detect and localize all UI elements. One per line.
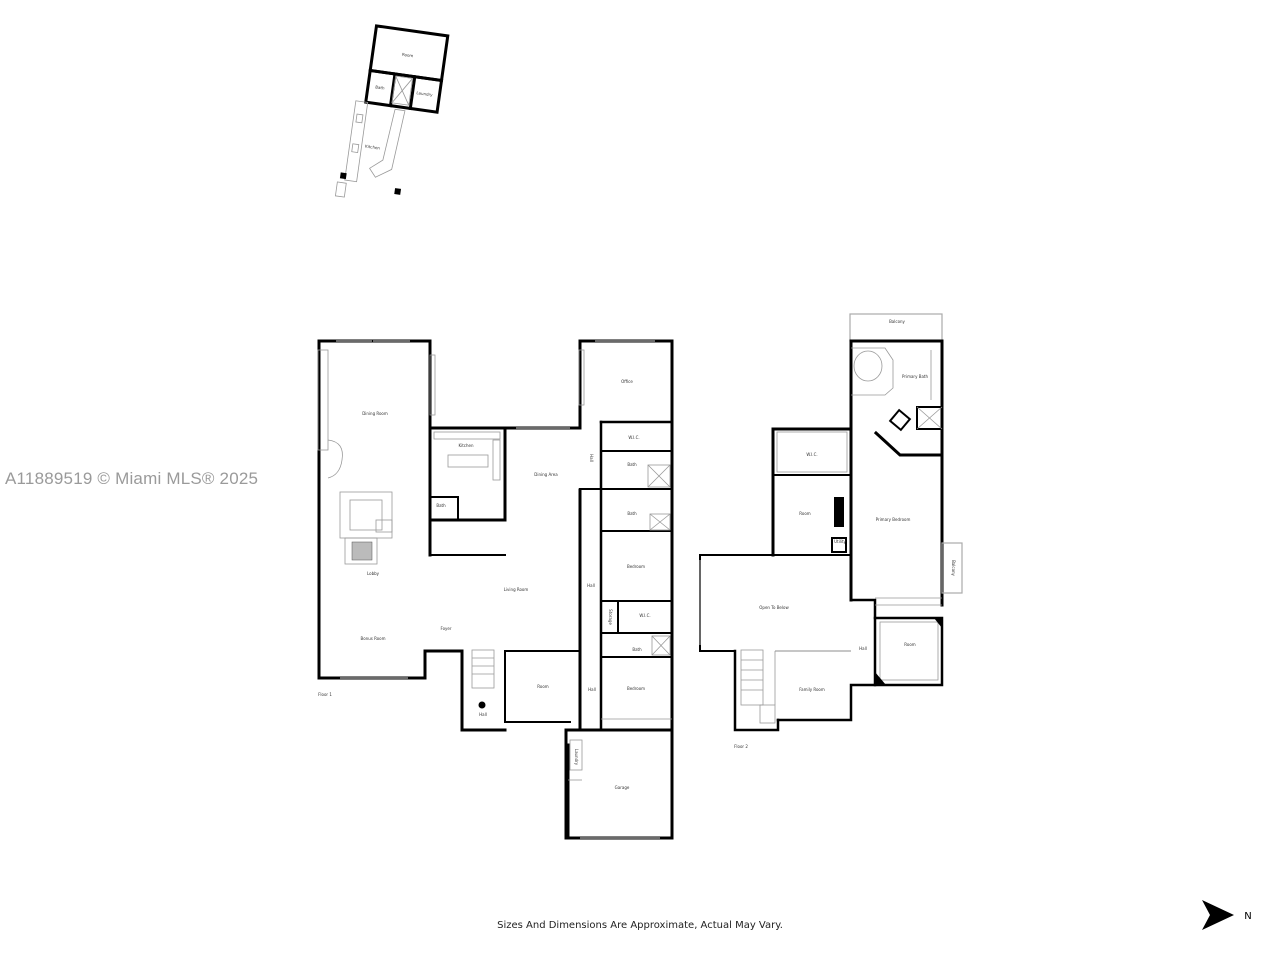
f1-living-room-label: Living Room xyxy=(504,587,529,592)
f1-garage-label: Garage xyxy=(615,785,630,790)
f1-dining-area-label: Dining Area xyxy=(534,472,558,477)
f1-bedroom-2-label: Bedroom xyxy=(627,686,645,691)
f2-hall-label: Hall xyxy=(859,646,867,651)
f1-room-label: Room xyxy=(537,684,548,689)
f2-balcony-top-label: Balcony xyxy=(889,319,905,324)
outbuilding-plan: Room Bath Laundry Kitchen xyxy=(334,24,450,198)
floor-1-caption: Floor 1 xyxy=(318,692,332,697)
f2-family-room-label: Family Room xyxy=(799,687,825,692)
f2-room-1-label: Room xyxy=(799,511,810,516)
f1-kitchen-bath-label: Bath xyxy=(436,503,446,508)
f1-hall-entry-label: Hall xyxy=(479,712,487,717)
f1-bath-1-label: Bath xyxy=(627,462,637,467)
f1-hall-lower-label: Hall xyxy=(588,687,596,692)
f1-lobby-label: Lobby xyxy=(367,571,380,576)
f1-bedroom-1-label: Bedroom xyxy=(627,564,645,569)
f1-bath-3-label: Bath xyxy=(632,647,642,652)
f2-primary-bedroom-label: Primary Bedroom xyxy=(876,517,911,522)
f1-hall-mid-label: Hall xyxy=(587,583,595,588)
outbuilding-room-label: Room xyxy=(402,52,414,59)
f2-wic-label: W.I.C. xyxy=(806,452,817,457)
f1-office-label: Office xyxy=(621,379,633,384)
compass: N xyxy=(1198,898,1258,934)
north-arrow-icon: N xyxy=(1202,900,1252,930)
floor-1-plan: Dining Room Kitchen Bath Dining Area Off… xyxy=(317,339,674,840)
f2-utility-label: Utility xyxy=(834,539,846,544)
north-label: N xyxy=(1244,911,1251,922)
outbuilding-laundry-label: Laundry xyxy=(416,90,433,97)
f1-kitchen-label: Kitchen xyxy=(458,443,473,448)
f1-storage-label: Storage xyxy=(608,609,613,625)
outbuilding-kitchen-label: Kitchen xyxy=(365,144,381,151)
f1-bath-2-label: Bath xyxy=(627,511,637,516)
f2-primary-bath-label: Primary Bath xyxy=(902,374,928,379)
f1-wic-1-label: W.I.C. xyxy=(628,435,639,440)
f1-laundry-label: Laundry xyxy=(574,749,579,766)
f2-room-2-label: Room xyxy=(904,642,915,647)
f1-dining-room-label: Dining Room xyxy=(362,411,388,416)
floor-2-plan: Balcony Primary Bath W.I.C. Room Primary… xyxy=(699,313,963,749)
f2-open-to-below-label: Open To Below xyxy=(759,605,789,610)
f1-hall-upper-label: Hall xyxy=(589,454,594,462)
outbuilding-service-walls xyxy=(364,68,444,114)
f1-wic-2-label: W.I.C. xyxy=(639,613,650,618)
f2-balcony-side-label: Balcony xyxy=(951,560,956,576)
outbuilding-bath-label: Bath xyxy=(375,84,385,90)
f1-foyer-label: Foyer xyxy=(440,626,451,631)
mls-watermark: A11889519 © Miami MLS® 2025 xyxy=(5,469,259,488)
floor-2-caption: Floor 2 xyxy=(734,744,748,749)
f1-bonus-room-label: Bonus Room xyxy=(360,636,385,641)
dimensions-disclaimer: Sizes And Dimensions Are Approximate, Ac… xyxy=(497,920,783,931)
